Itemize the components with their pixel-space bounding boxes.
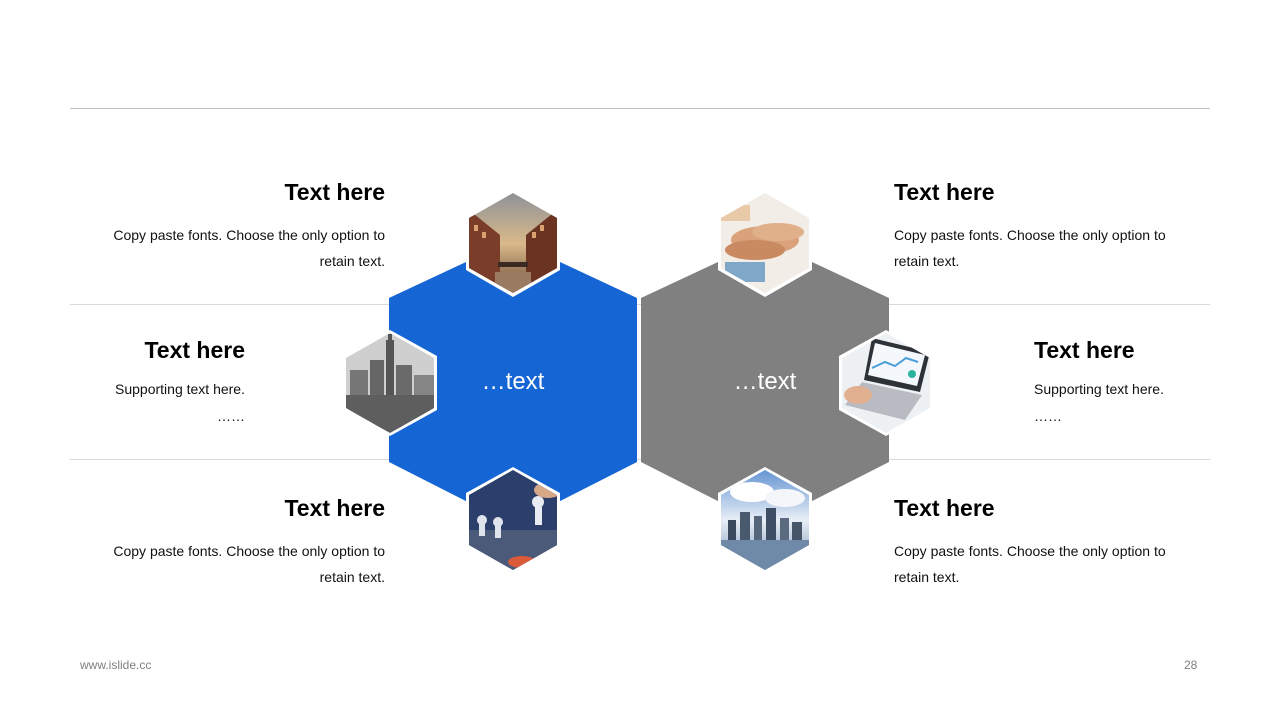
city-waterfront-photo: [718, 467, 812, 573]
page-number: 28: [1184, 658, 1198, 672]
left-big-hexagon: [389, 240, 637, 525]
top-right-block: Text here Copy paste fonts. Choose the o…: [894, 178, 1194, 274]
hands-teamwork-photo: [718, 190, 812, 297]
block-title: Text here: [144, 337, 245, 363]
block-body: Supporting text here. ……: [0, 376, 245, 430]
bottom-left-block: Text here Copy paste fonts. Choose the o…: [85, 494, 385, 590]
mid-left-block: Text here Supporting text here. ……: [0, 336, 245, 430]
top-left-block: Text here Copy paste fonts. Choose the o…: [85, 178, 385, 274]
block-body: Supporting text here. ……: [1034, 376, 1234, 430]
left-hexagon-label: …text: [481, 368, 545, 395]
bottom-right-block: Text here Copy paste fonts. Choose the o…: [894, 494, 1194, 590]
laptop-chart-photo: [839, 330, 933, 436]
top-divider: [70, 108, 1210, 109]
body-line: ……: [217, 408, 245, 424]
right-big-hexagon: [641, 240, 889, 525]
block-body: Copy paste fonts. Choose the only option…: [894, 227, 1166, 269]
block-title: Text here: [284, 495, 385, 521]
block-title: Text here: [284, 179, 385, 205]
body-line: ……: [1034, 408, 1062, 424]
block-body: Copy paste fonts. Choose the only option…: [894, 543, 1166, 585]
block-title: Text here: [1034, 337, 1135, 363]
warehouse-canal-photo: [466, 190, 560, 297]
body-line: Supporting text here.: [1034, 381, 1164, 397]
block-title: Text here: [894, 179, 995, 205]
block-body: Copy paste fonts. Choose the only option…: [113, 543, 385, 585]
block-title: Text here: [894, 495, 995, 521]
divider-lower: [70, 459, 1210, 460]
mid-right-block: Text here Supporting text here. ……: [1034, 336, 1234, 430]
footer-website: www.islide.cc: [80, 658, 152, 672]
block-body: Copy paste fonts. Choose the only option…: [113, 227, 385, 269]
city-skyline-bw-photo: [343, 330, 437, 436]
chess-pieces-photo: [466, 467, 560, 573]
divider-upper: [70, 304, 1210, 305]
body-line: Supporting text here.: [115, 381, 245, 397]
right-hexagon-label: …text: [733, 368, 797, 395]
